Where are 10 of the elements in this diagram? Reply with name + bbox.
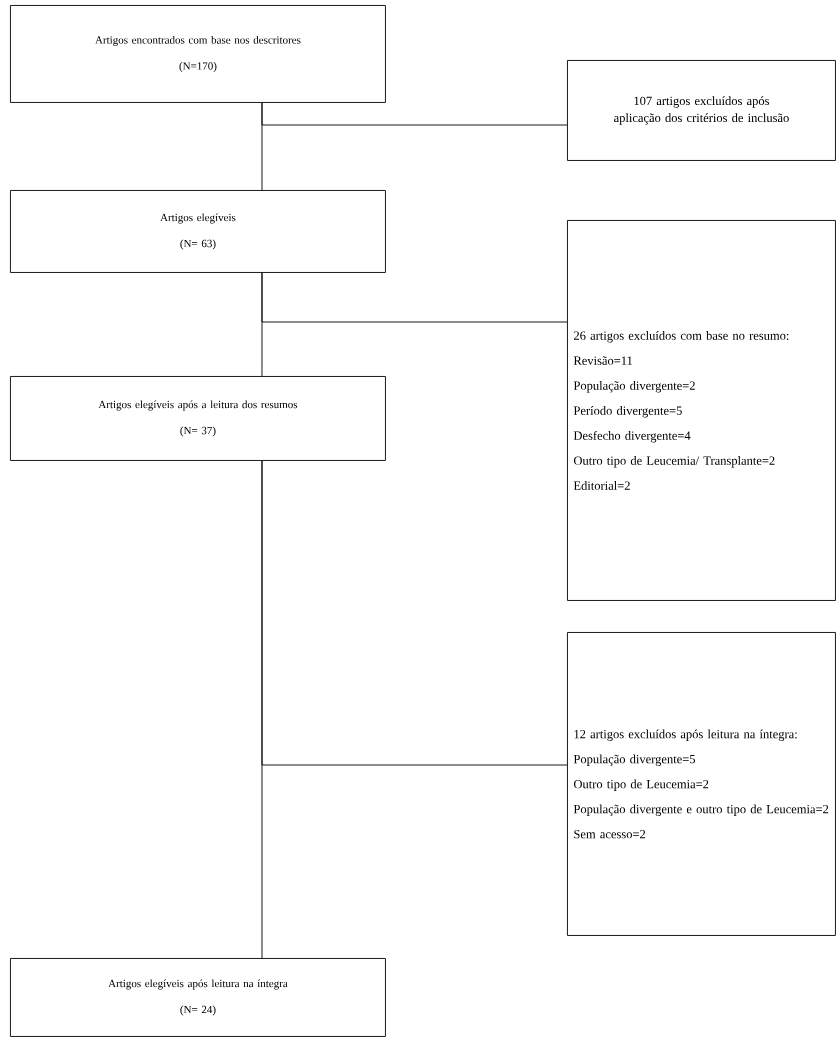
connector-line [261,272,568,323]
process-box: Artigos elegíveis após leitura na íntegra (N= 24) [10,958,386,1037]
exclusion-box: 107 artigos excluídos após aplicação dos critérios de inclusão [567,60,836,161]
exclusion-box: 26 artigos excluídos com base no resumo: Revisão=11 População divergente=2 Período divergente=5 Desfecho divergente=4 Outro tipo de Leucemia/ Transplante=2 Editorial=2 [567,220,836,601]
exclusion-box: 12 artigos excluídos após leitura na íntegra: População divergente=5 Outro tipo de Leucemia=2 População divergente e outro tipo de Leucemia=2 Sem acesso=2 [567,632,836,936]
process-box: Artigos elegíveis após a leitura dos resumos (N= 37) [10,376,386,461]
connector-line [261,102,568,126]
process-box: Artigos encontrados com base nos descritores (N=170) [10,5,386,103]
process-box: Artigos elegíveis (N= 63) [10,190,386,273]
connector-line [261,460,568,766]
